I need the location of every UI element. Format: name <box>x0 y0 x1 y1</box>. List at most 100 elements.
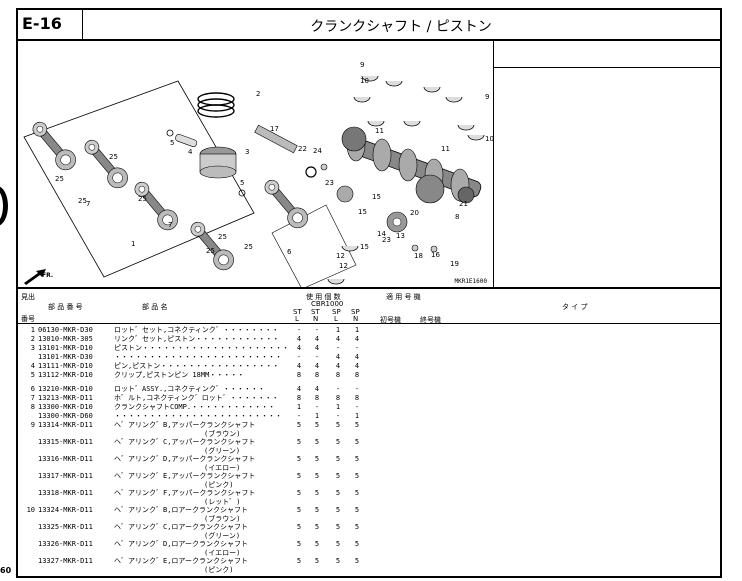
part-description: ヘ゛アリンク゛C,ロアークランクシャフト <box>114 523 249 531</box>
ref-header-bottom: 番号 <box>21 315 35 323</box>
color-note: (グリーン) <box>204 532 241 540</box>
qty-col-1-top: ST <box>293 308 302 316</box>
piston-pin <box>175 134 198 148</box>
part-description: ピストン・・・・・・・・・・・・・・・・・・・・・ <box>114 344 289 352</box>
callout-number: 21 <box>459 200 468 208</box>
quantity-cell: 5 <box>354 438 360 446</box>
callout-number: 25 <box>55 175 64 183</box>
ref-number: 10 <box>26 506 35 514</box>
quantity-cell: 8 <box>354 394 360 402</box>
part-number: 13111-MKR-D10 <box>38 362 93 370</box>
part-description: ヘ゛アリンク゛E,アッパークランクシャフト <box>114 472 256 480</box>
quantity-cell: 5 <box>296 438 302 446</box>
quantity-cell: 5 <box>335 438 341 446</box>
color-note: (ピンク) <box>204 481 234 489</box>
quantity-cell: 8 <box>335 371 341 379</box>
parts-row-note: (イエロー) <box>18 549 720 558</box>
exploded-view-drawing: FR.1234556778991010111112121314151515161… <box>23 61 494 290</box>
connecting-rod-drawing <box>84 139 128 189</box>
partno-header: 部 品 番 号 <box>48 303 83 311</box>
oil-pump-shaft <box>254 124 298 154</box>
quantity-cell: - <box>354 344 360 352</box>
qty-col-4-top: SP <box>351 308 360 316</box>
quantity-cell: 8 <box>296 371 302 379</box>
quantity-cell: 4 <box>296 344 302 352</box>
front-label: FR. <box>42 272 53 279</box>
ref-number: 7 <box>30 394 35 402</box>
quantity-cell: 5 <box>314 540 320 548</box>
quantity-cell: 5 <box>314 557 320 565</box>
part-description: ロット゛セット,コネクティンク゛・・・・・・・・ <box>114 326 279 334</box>
quantity-cell: 4 <box>335 353 341 361</box>
part-description: ・・・・・・・・・・・・・・・・・・・・・・・・ <box>114 412 282 420</box>
quantity-cell: 4 <box>314 385 320 393</box>
crank-gear <box>415 174 445 204</box>
quantity-cell: 5 <box>296 421 302 429</box>
callout-number: 15 <box>358 208 367 216</box>
quantity-cell: 4 <box>296 362 302 370</box>
quantity-cell: 8 <box>296 394 302 402</box>
callout-number: 1 <box>131 240 135 248</box>
callout-number: 25 <box>138 195 147 203</box>
callout-number: 3 <box>245 148 249 156</box>
part-description: ・・・・・・・・・・・・・・・・・・・・・・・・ <box>114 353 282 361</box>
connecting-rod-drawing <box>190 221 234 271</box>
color-note: (ピンク) <box>204 566 234 574</box>
ref-number: 9 <box>30 421 35 429</box>
sprocket <box>336 185 354 203</box>
part-description: ロット゛ASSY.,コネクティンク゛・・・・・・ <box>114 385 265 393</box>
quantity-cell: 5 <box>335 455 341 463</box>
quantity-cell: 1 <box>296 403 302 411</box>
callout-number: 7 <box>86 200 90 208</box>
quantity-cell: 4 <box>354 353 360 361</box>
callout-number: 18 <box>414 252 423 260</box>
bearing-shell <box>361 75 379 82</box>
part-description: ヘ゛アリンク゛E,ロアークランクシャフト <box>114 557 249 565</box>
quantity-cell: 5 <box>335 523 341 531</box>
part-description: ピン,ピストン・・・・・・・・・・・・・・・・・ <box>114 362 280 370</box>
callout-number: 13 <box>396 232 405 240</box>
front-arrow-icon <box>24 269 46 285</box>
qty-col-3-bottom: L <box>334 315 338 323</box>
callout-number: 12 <box>339 262 348 270</box>
quantity-cell: 1 <box>314 412 320 420</box>
quantity-cell: 8 <box>335 394 341 402</box>
quantity-cell: - <box>354 385 360 393</box>
last-machine-header: 終号機 <box>420 316 441 324</box>
callout-number: 23 <box>382 236 391 244</box>
parts-row-note: (イエロー) <box>18 464 720 473</box>
quantity-cell: 5 <box>335 506 341 514</box>
callout-number: 19 <box>450 260 459 268</box>
part-description: ヘ゛アリンク゛C,アッパークランクシャフト <box>114 438 256 446</box>
part-description: ヘ゛アリンク゛D,ロアークランクシャフト <box>114 540 249 548</box>
illustration-code: MKR1E1600 <box>454 278 487 285</box>
quantity-cell: 5 <box>335 557 341 565</box>
oil-seal <box>305 166 317 178</box>
qty-col-4-bottom: N <box>353 315 359 323</box>
bolt-head <box>411 244 419 252</box>
quantity-cell: 5 <box>354 523 360 531</box>
callout-number: 22 <box>298 145 307 153</box>
quantity-cell: 5 <box>296 455 302 463</box>
part-number: 13101-MKR-D10 <box>38 344 93 352</box>
quantity-cell: 5 <box>296 506 302 514</box>
bearing-shell <box>327 278 345 285</box>
parts-row-note: (レット゛) <box>18 498 720 507</box>
quantity-cell: - <box>296 326 302 334</box>
callout-number: 12 <box>336 252 345 260</box>
part-number: 13317-MKR-D11 <box>38 472 93 480</box>
quantity-cell: - <box>335 385 341 393</box>
part-description: ヘ゛アリンク゛D,アッパークランクシャフト <box>114 455 256 463</box>
parts-row-note: (グリーン) <box>18 532 720 541</box>
ref-number: 3 <box>30 344 35 352</box>
page-title: クランクシャフト / ピストン <box>310 19 492 35</box>
piston-skirt <box>199 165 237 179</box>
